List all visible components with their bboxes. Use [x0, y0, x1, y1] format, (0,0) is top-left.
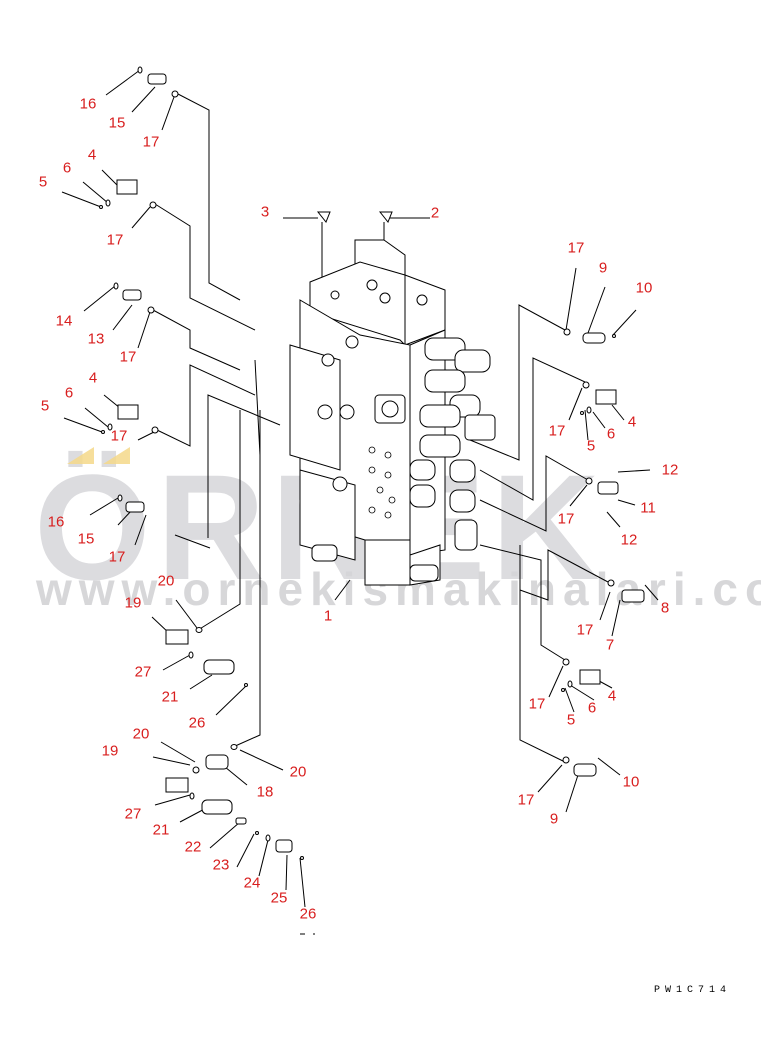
part-callout-20: 20 — [157, 572, 175, 590]
part-callout-17: 17 — [517, 791, 535, 809]
part-callout-4: 4 — [627, 413, 637, 431]
part-callout-18: 18 — [256, 783, 274, 801]
part-callout-21: 21 — [152, 821, 170, 839]
part-callout-22: 22 — [184, 838, 202, 856]
part-callout-17: 17 — [142, 133, 160, 151]
part-callout-5: 5 — [40, 397, 50, 415]
part-callout-13: 13 — [87, 330, 105, 348]
part-callout-16: 16 — [47, 513, 65, 531]
part-callout-10: 10 — [635, 279, 653, 297]
part-callout-23: 23 — [212, 856, 230, 874]
part-callout-17: 17 — [528, 695, 546, 713]
part-callout-9: 9 — [598, 259, 608, 277]
part-callout-24: 24 — [243, 874, 261, 892]
part-callout-25: 25 — [270, 889, 288, 907]
part-callout-11: 11 — [640, 499, 656, 517]
part-callout-5: 5 — [586, 437, 596, 455]
part-callout-17: 17 — [567, 239, 585, 257]
part-callout-21: 21 — [161, 688, 179, 706]
part-callout-12: 12 — [661, 461, 679, 479]
part-callout-6: 6 — [62, 159, 72, 177]
part-callout-5: 5 — [566, 711, 576, 729]
part-callout-26: 26 — [188, 714, 206, 732]
part-callout-6: 6 — [64, 384, 74, 402]
part-callout-6: 6 — [587, 699, 597, 717]
part-callout-1: 1 — [323, 607, 333, 625]
part-callout-8: 8 — [660, 599, 670, 617]
part-callout-3: 3 — [260, 203, 270, 221]
part-callout-15: 15 — [77, 530, 95, 548]
drawing-code: PW1C714 — [654, 985, 732, 996]
part-callout-15: 15 — [108, 114, 126, 132]
part-callout-4: 4 — [88, 369, 98, 387]
part-callout-17: 17 — [548, 422, 566, 440]
part-callout-4: 4 — [607, 687, 617, 705]
part-callout-5: 5 — [38, 173, 48, 191]
part-callout-20: 20 — [289, 763, 307, 781]
part-callout-12: 12 — [620, 531, 638, 549]
part-callout-10: 10 — [622, 773, 640, 791]
part-callout-27: 27 — [134, 663, 152, 681]
part-callout-6: 6 — [606, 425, 616, 443]
part-callout-7: 7 — [605, 636, 615, 654]
part-callout-17: 17 — [576, 621, 594, 639]
part-callout-17: 17 — [106, 231, 124, 249]
part-callout-2: 2 — [430, 204, 440, 222]
part-callout-17: 17 — [108, 548, 126, 566]
part-callout-17: 17 — [557, 510, 575, 528]
part-callout-16: 16 — [79, 95, 97, 113]
part-callout-26: 26 — [299, 905, 317, 923]
part-callout-9: 9 — [549, 810, 559, 828]
part-callout-27: 27 — [124, 805, 142, 823]
part-callout-19: 19 — [124, 594, 142, 612]
part-callout-17: 17 — [110, 427, 128, 445]
part-callout-19: 19 — [101, 742, 119, 760]
part-callout-4: 4 — [87, 146, 97, 164]
part-callout-14: 14 — [55, 312, 73, 330]
watermark-accent-icon — [67, 447, 130, 464]
part-callout-20: 20 — [132, 725, 150, 743]
part-callout-17: 17 — [119, 348, 137, 366]
